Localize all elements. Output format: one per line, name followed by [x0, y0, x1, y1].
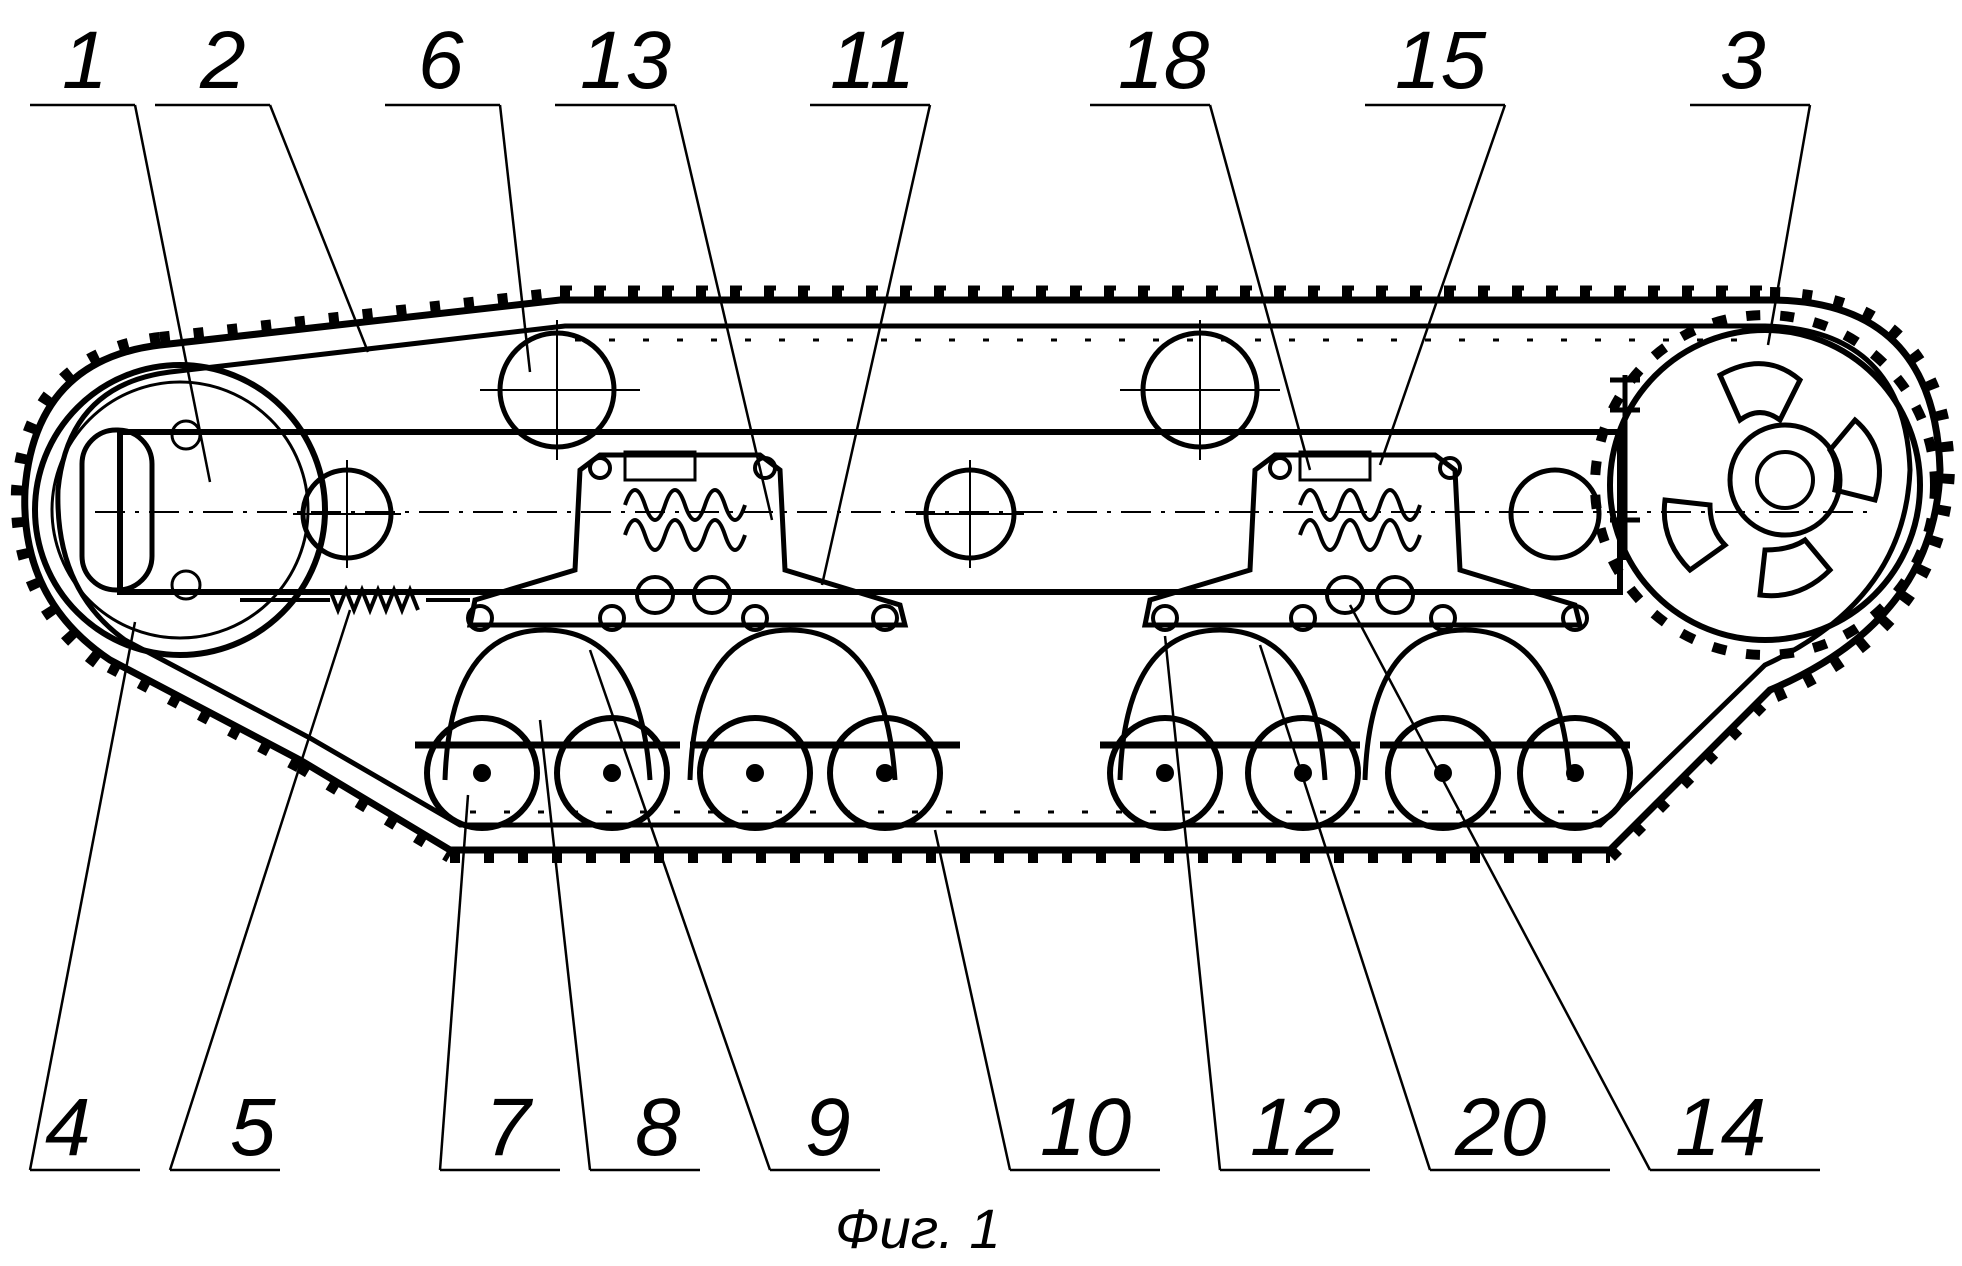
label-14: 14 [1675, 1082, 1766, 1173]
bottom-labels: 4 5 7 8 9 10 12 20 14 [45, 1082, 1766, 1173]
label-20: 20 [1454, 1082, 1546, 1173]
leader-lines [28, 103, 1820, 1172]
figure-caption: Фиг. 1 [835, 1197, 1001, 1260]
label-2: 2 [199, 15, 246, 106]
label-10: 10 [1040, 1082, 1131, 1173]
label-4: 4 [45, 1082, 91, 1173]
frame-beam [95, 429, 1870, 595]
label-13: 13 [580, 15, 671, 106]
bogie-group-front [415, 450, 960, 831]
label-1: 1 [62, 15, 108, 106]
label-15: 15 [1395, 15, 1487, 106]
label-11: 11 [830, 15, 915, 106]
top-labels: 1 2 6 13 11 18 15 3 [62, 15, 1766, 106]
label-9: 9 [805, 1082, 851, 1173]
label-5: 5 [230, 1082, 276, 1173]
drive-sprocket [1590, 310, 1940, 660]
label-18: 18 [1118, 15, 1210, 106]
track-belt [10, 285, 1956, 863]
bogie-group-rear [1100, 450, 1633, 831]
label-3: 3 [1720, 15, 1766, 106]
label-6: 6 [418, 15, 464, 106]
label-7: 7 [485, 1082, 534, 1173]
label-8: 8 [635, 1082, 681, 1173]
idler-wheel [32, 362, 328, 658]
support-rollers [480, 320, 1280, 460]
label-12: 12 [1250, 1082, 1341, 1173]
